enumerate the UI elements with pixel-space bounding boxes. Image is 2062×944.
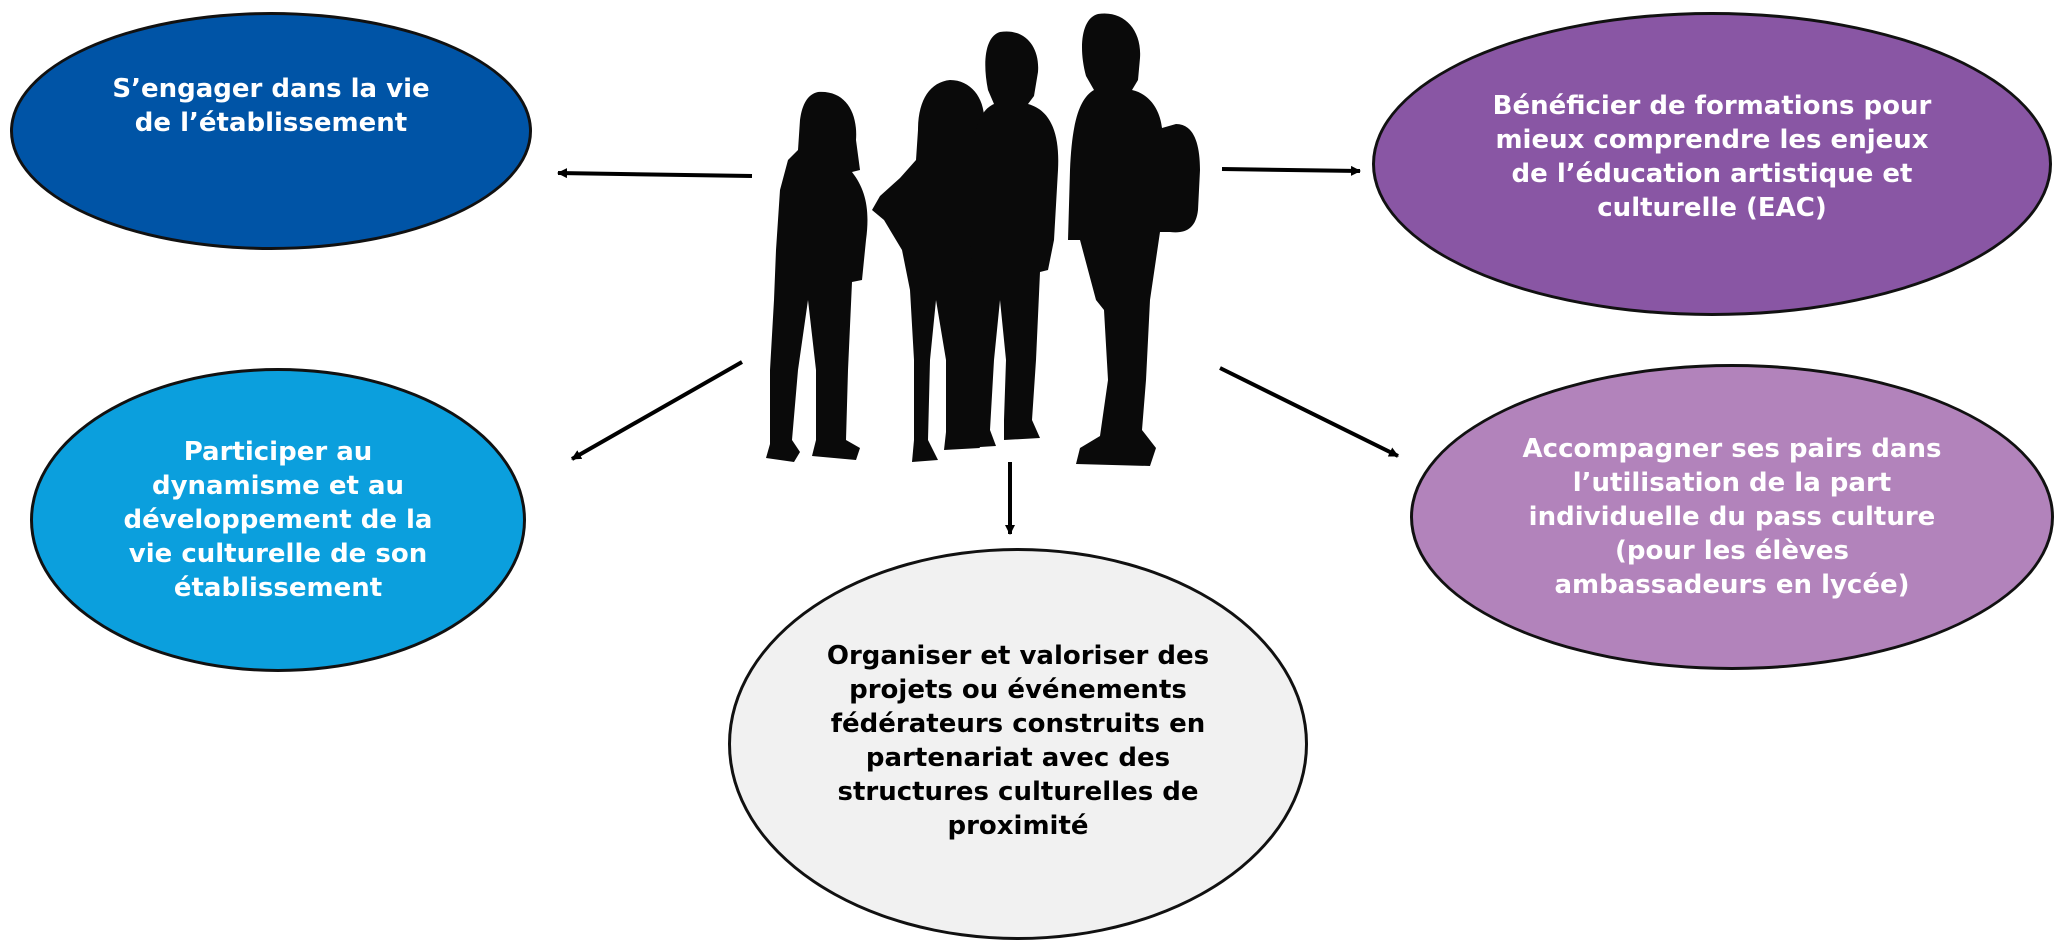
arrow-to-accompagner: [1219, 366, 1399, 458]
arrow-to-participer: [571, 360, 743, 461]
student-figure: [1068, 13, 1200, 467]
bubble-participer-text: Participer au dynamisme et au développem…: [123, 437, 433, 603]
bubble-formations-text: Bénéficier de formations pour mieux comp…: [1492, 91, 1932, 223]
student-figure: [872, 80, 995, 462]
bubble-engager-text: S’engager dans la vie de l’établissement: [112, 74, 430, 138]
arrows: [557, 165, 1399, 535]
bubble-organiser: Organiser et valoriser des projets ou év…: [728, 548, 1308, 940]
arrow-to-engager: [557, 168, 753, 179]
bubble-participer: Participer au dynamisme et au développem…: [30, 368, 526, 672]
students-silhouette: [766, 13, 1200, 467]
arrow-to-formations: [1221, 165, 1361, 176]
bubble-accompagner-text: Accompagner ses pairs dans l’utilisation…: [1522, 434, 1942, 600]
student-figure: [766, 91, 868, 463]
bubble-engager: S’engager dans la vie de l’établissement: [10, 12, 532, 250]
bubble-formations: Bénéficier de formations pour mieux comp…: [1372, 12, 2052, 316]
student-figure: [964, 31, 1059, 448]
bubble-organiser-text: Organiser et valoriser des projets ou év…: [826, 641, 1210, 841]
bubble-accompagner: Accompagner ses pairs dans l’utilisation…: [1410, 364, 2054, 670]
